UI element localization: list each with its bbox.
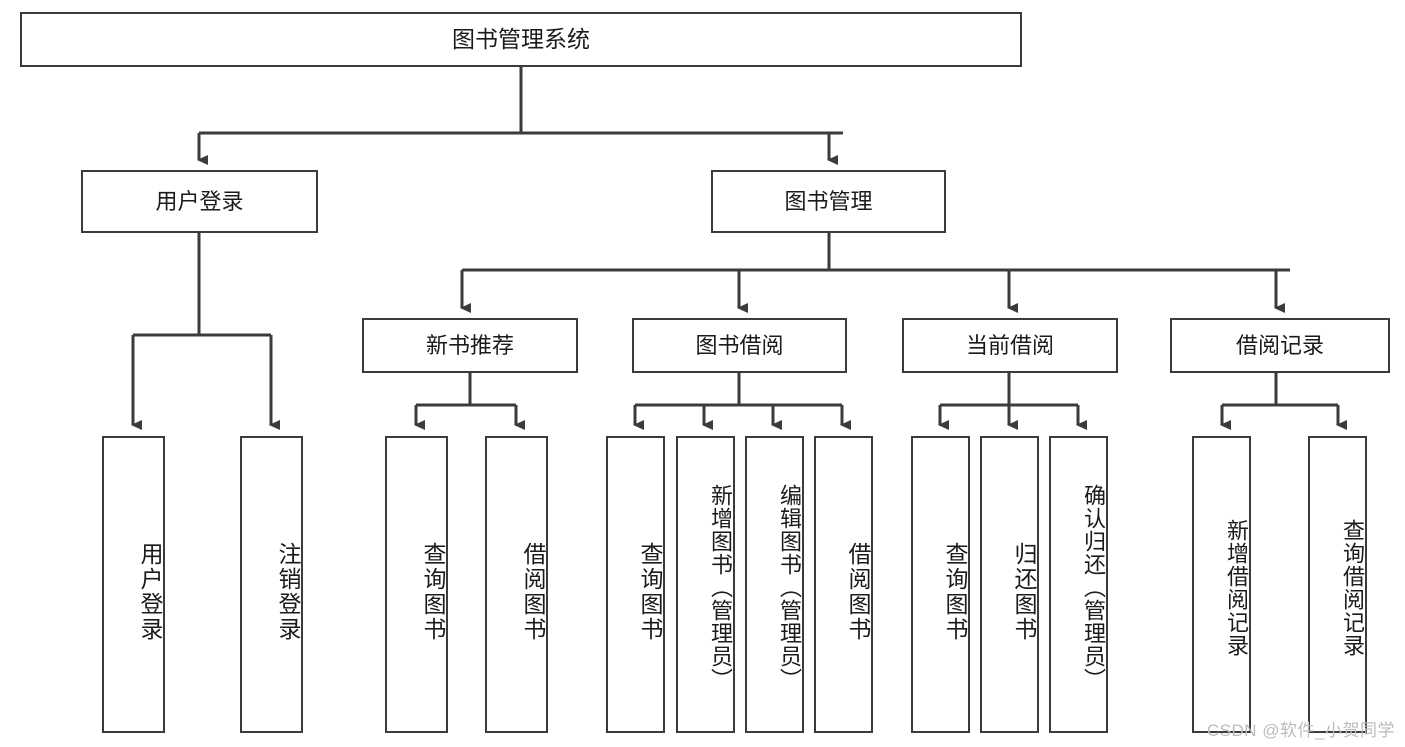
node-leaf-borrow-book-2[interactable]: 借阅图书 (814, 436, 873, 733)
node-leaf-borrow-book-2-label: 借阅图书 (845, 541, 871, 642)
node-leaf-borrow-book-1-label: 借阅图书 (520, 541, 546, 642)
node-current-borrow[interactable]: 当前借阅 (902, 318, 1118, 373)
node-leaf-return-book-label: 归还图书 (1011, 541, 1037, 642)
node-leaf-query-book-2-label: 查询图书 (637, 541, 663, 642)
node-leaf-query-record[interactable]: 查询借阅记录 (1308, 436, 1367, 733)
node-book-borrow-label: 图书借阅 (695, 332, 784, 358)
node-leaf-confirm-return[interactable]: 确认归还（管理员） (1049, 436, 1108, 733)
node-leaf-return-book[interactable]: 归还图书 (980, 436, 1039, 733)
node-leaf-query-record-label: 查询借阅记录 (1340, 518, 1365, 657)
node-leaf-user-logout-label: 注销登录 (275, 541, 301, 642)
node-leaf-user-login-label: 用户登录 (137, 541, 163, 642)
node-user-login-label: 用户登录 (155, 188, 244, 214)
node-leaf-user-logout[interactable]: 注销登录 (240, 436, 303, 733)
node-leaf-add-book-label: 新增图书（管理员） (708, 484, 733, 691)
node-leaf-add-book[interactable]: 新增图书（管理员） (676, 436, 735, 733)
node-leaf-query-book-3-label: 查询图书 (942, 541, 968, 642)
node-leaf-confirm-return-label: 确认归还（管理员） (1081, 484, 1106, 691)
node-root[interactable]: 图书管理系统 (20, 12, 1022, 67)
node-leaf-query-book-1[interactable]: 查询图书 (385, 436, 448, 733)
node-leaf-edit-book-label: 编辑图书（管理员） (777, 484, 802, 691)
node-new-book-recommend-label: 新书推荐 (425, 332, 514, 358)
node-borrow-record-label: 借阅记录 (1235, 332, 1324, 358)
node-leaf-user-login[interactable]: 用户登录 (102, 436, 165, 733)
node-book-borrow[interactable]: 图书借阅 (632, 318, 847, 373)
node-root-label: 图书管理系统 (452, 25, 590, 52)
node-leaf-query-book-2[interactable]: 查询图书 (606, 436, 665, 733)
node-current-borrow-label: 当前借阅 (965, 332, 1054, 358)
node-new-book-recommend[interactable]: 新书推荐 (362, 318, 578, 373)
node-borrow-record[interactable]: 借阅记录 (1170, 318, 1390, 373)
node-leaf-add-record[interactable]: 新增借阅记录 (1192, 436, 1251, 733)
node-leaf-query-book-3[interactable]: 查询图书 (911, 436, 970, 733)
node-leaf-add-record-label: 新增借阅记录 (1224, 518, 1249, 657)
node-leaf-query-book-1-label: 查询图书 (420, 541, 446, 642)
watermark: CSDN @软件_小贺同学 (1206, 721, 1395, 740)
node-book-manage-label: 图书管理 (784, 188, 873, 214)
node-leaf-borrow-book-1[interactable]: 借阅图书 (485, 436, 548, 733)
node-book-manage[interactable]: 图书管理 (711, 170, 946, 233)
node-user-login[interactable]: 用户登录 (81, 170, 318, 233)
node-leaf-edit-book[interactable]: 编辑图书（管理员） (745, 436, 804, 733)
